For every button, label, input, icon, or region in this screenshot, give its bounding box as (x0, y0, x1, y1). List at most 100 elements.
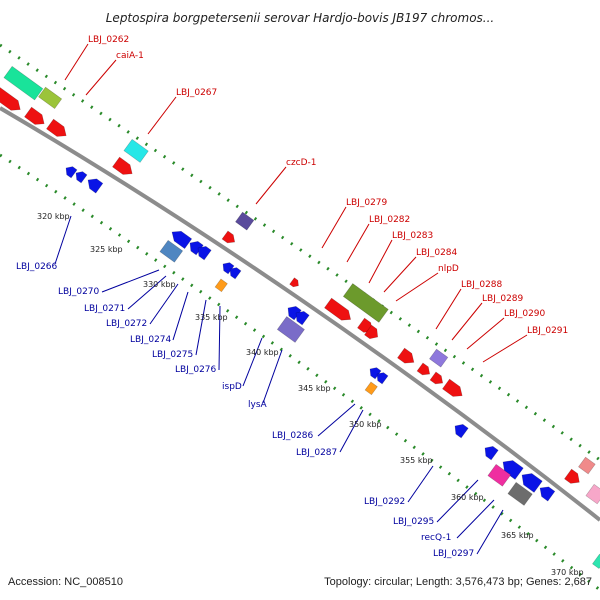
genome-backbone (0, 106, 600, 522)
gene-label-lbj-0291[interactable]: LBJ_0291 (527, 326, 568, 336)
scale-tick: 355 kbp (400, 456, 433, 465)
gene-label-nlpd[interactable]: nlpD (438, 264, 459, 274)
forward-gene[interactable] (0, 86, 24, 114)
reverse-gene[interactable] (227, 265, 242, 280)
gene-label-lbj-0287[interactable]: LBJ_0287 (296, 448, 337, 458)
gene-label-lbj-0276[interactable]: LBJ_0276 (175, 365, 217, 375)
gene-label-lbj-0284[interactable]: LBJ_0284 (416, 248, 458, 258)
gene-label-lbj-0295[interactable]: LBJ_0295 (393, 517, 434, 527)
connector-line (54, 215, 72, 265)
feature-box[interactable] (507, 481, 533, 506)
connector-line (317, 403, 356, 437)
forward-gene[interactable] (221, 230, 238, 246)
feature-box[interactable] (364, 381, 378, 396)
scale-tick: 370 kbp (551, 568, 584, 577)
accession-text: Accession: NC_008510 (8, 576, 123, 588)
reverse-gene[interactable] (284, 303, 302, 321)
gene-label-lbj-0279[interactable]: LBJ_0279 (346, 198, 388, 208)
scale-tick: 325 kbp (90, 245, 123, 254)
forward-gene[interactable] (324, 297, 354, 324)
scale-tick: 340 kbp (246, 348, 279, 357)
feature-box[interactable] (276, 316, 305, 343)
forward-gene[interactable] (564, 468, 582, 487)
forward-gene[interactable] (442, 378, 465, 400)
feature-box[interactable] (578, 456, 596, 475)
gene-label-czcd-1[interactable]: czcD-1 (286, 158, 317, 168)
scale-tick: 360 kbp (451, 493, 484, 502)
reverse-gene[interactable] (186, 238, 204, 256)
connector-line (242, 337, 263, 387)
connector-line (407, 465, 434, 503)
forward-gene[interactable] (289, 277, 301, 289)
connector-line (451, 302, 483, 341)
forward-gene[interactable] (24, 106, 47, 128)
feature-box[interactable] (159, 239, 184, 263)
forward-gene[interactable] (416, 362, 433, 378)
feature-box[interactable] (235, 211, 255, 231)
gene-label-lbj-0290[interactable]: LBJ_0290 (504, 309, 546, 319)
feature-box[interactable] (123, 138, 149, 163)
feature-box[interactable] (38, 86, 63, 110)
gene-label-lbj-0270[interactable]: LBJ_0270 (58, 287, 100, 297)
gene-label-lbj-0275[interactable]: LBJ_0275 (152, 350, 193, 360)
connector-line (64, 43, 89, 81)
reverse-gene[interactable] (367, 365, 382, 380)
gene-label-lbj-0286[interactable]: LBJ_0286 (272, 431, 314, 441)
gene-label-lbj-0271[interactable]: LBJ_0271 (84, 304, 125, 314)
connector-line (436, 479, 479, 523)
feature-box[interactable] (487, 463, 512, 487)
connector-line (218, 305, 221, 371)
connector-line (321, 206, 347, 249)
reverse-gene[interactable] (374, 370, 389, 385)
reverse-gene[interactable] (168, 227, 193, 250)
gene-label-recq-1[interactable]: recQ-1 (421, 533, 451, 543)
reverse-gene[interactable] (63, 164, 78, 179)
gene-label-lbj-0283[interactable]: LBJ_0283 (392, 231, 433, 241)
feature-box[interactable] (592, 553, 600, 569)
forward-gene[interactable] (112, 156, 135, 178)
reverse-gene[interactable] (451, 421, 469, 439)
gene-label-lbj-0274[interactable]: LBJ_0274 (130, 335, 172, 345)
reverse-gene[interactable] (84, 175, 104, 194)
gene-label-lbj-0262[interactable]: LBJ_0262 (88, 35, 129, 45)
reverse-gene[interactable] (220, 260, 235, 275)
connector-line (147, 96, 177, 135)
scale-tick: 365 kbp (501, 531, 534, 540)
forward-gene[interactable] (397, 347, 417, 367)
feature-box[interactable] (3, 65, 44, 101)
reverse-gene[interactable] (194, 243, 212, 261)
connector-line (339, 409, 364, 453)
gene-label-lbj-0289[interactable]: LBJ_0289 (482, 294, 524, 304)
feature-box[interactable] (585, 483, 600, 505)
forward-gene[interactable] (429, 371, 446, 387)
gene-label-lbj-0282[interactable]: LBJ_0282 (369, 215, 410, 225)
gene-label-ispd[interactable]: ispD (222, 382, 242, 392)
connector-line (346, 223, 370, 263)
reverse-gene[interactable] (536, 483, 556, 502)
feature-box[interactable] (429, 348, 449, 368)
topology-text: Topology: circular; Length: 3,576,473 bp… (324, 576, 592, 588)
gene-label-lbj-0267[interactable]: LBJ_0267 (176, 88, 217, 98)
inner-dot-track (0, 153, 600, 592)
reverse-gene[interactable] (73, 169, 88, 184)
reverse-gene[interactable] (518, 469, 543, 493)
gene-label-lbj-0288[interactable]: LBJ_0288 (461, 280, 503, 290)
forward-gene[interactable] (46, 118, 69, 140)
gene-label-caia-1[interactable]: caiA-1 (116, 51, 144, 61)
forward-gene[interactable] (364, 324, 381, 342)
gene-label-lbj-0292[interactable]: LBJ_0292 (364, 497, 405, 507)
feature-box[interactable] (214, 278, 228, 293)
reverse-gene[interactable] (292, 308, 310, 326)
map-title: Leptospira borgpetersenii serovar Hardjo… (106, 11, 495, 25)
scale-tick: 345 kbp (298, 384, 331, 393)
gene-label-lysa[interactable]: lysA (248, 400, 268, 410)
gene-label-lbj-0266[interactable]: LBJ_0266 (16, 262, 58, 272)
feature-box[interactable] (342, 283, 389, 323)
reverse-gene[interactable] (481, 443, 499, 461)
scale-tick: 350 kbp (349, 420, 382, 429)
connector-line (149, 283, 179, 325)
gene-label-lbj-0297[interactable]: LBJ_0297 (433, 549, 474, 559)
gene-label-lbj-0272[interactable]: LBJ_0272 (106, 319, 147, 329)
reverse-gene[interactable] (499, 456, 524, 480)
